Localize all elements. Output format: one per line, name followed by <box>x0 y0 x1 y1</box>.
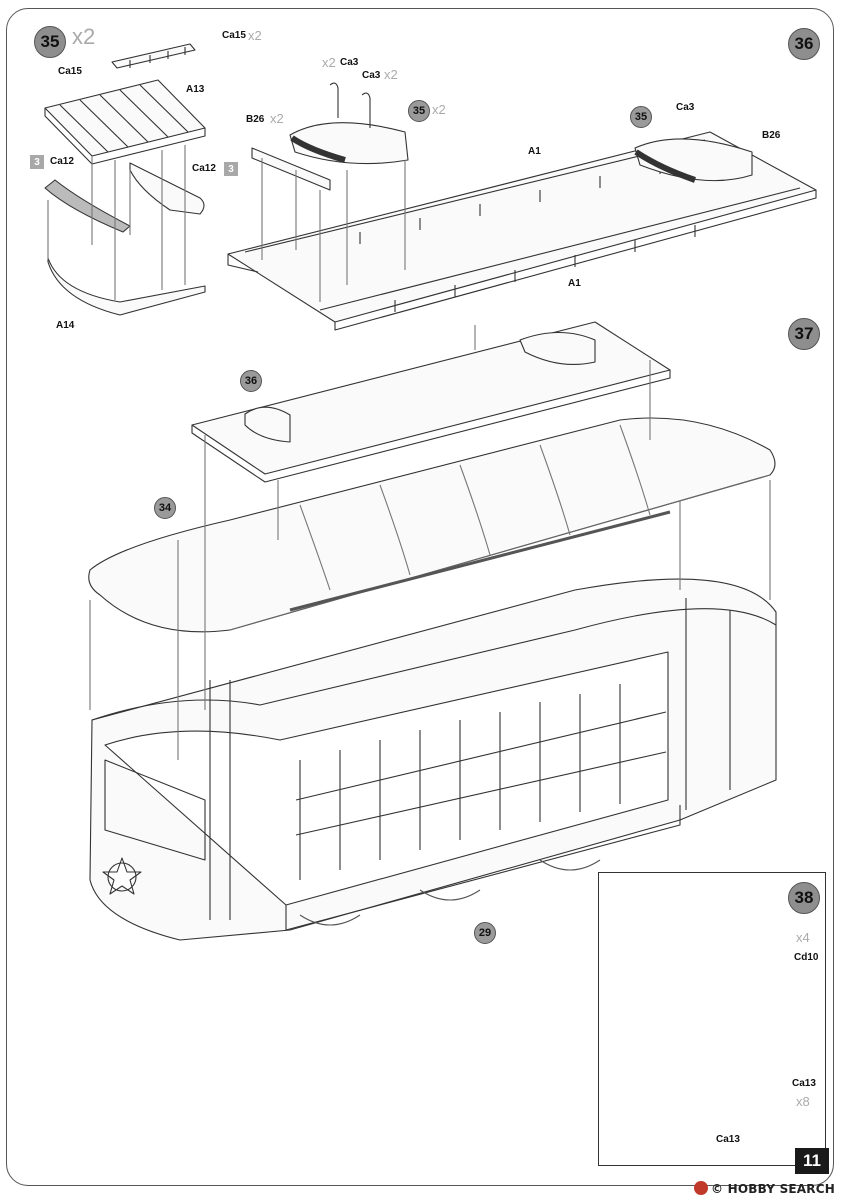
callout-36: 36 <box>240 370 262 392</box>
part-b26-left <box>251 147 331 191</box>
step-36-number: 36 <box>788 28 820 60</box>
callout-35-b: 35 <box>630 106 652 128</box>
label-ca15: Ca15 <box>222 30 246 41</box>
part-ca15 <box>111 43 196 69</box>
label-ca13-qty: x8 <box>796 1094 810 1109</box>
label-ca13-a: Ca13 <box>792 1078 816 1089</box>
callout-29: 29 <box>474 922 496 944</box>
paint-ref-right: 3 <box>224 162 238 176</box>
label-b26-left: B26 <box>246 114 265 125</box>
step-37-number: 37 <box>788 318 820 350</box>
label-a13: A13 <box>186 84 205 95</box>
step-38-number: 38 <box>788 882 820 914</box>
label-ca3-right: Ca3 <box>676 102 695 113</box>
step-35-number: 35 <box>34 26 66 58</box>
part-a14 <box>47 257 206 316</box>
star-emblem <box>102 857 142 895</box>
grille-ca12 <box>44 179 131 233</box>
label-ca15-b: Ca15 <box>58 66 82 77</box>
tram-roof <box>88 417 776 633</box>
callout-35-a: 35 <box>408 100 430 122</box>
watermark-text: © HOBBY SEARCH <box>711 1182 835 1196</box>
label-ca12-left: Ca12 <box>50 156 74 167</box>
roof-rail-a1 <box>227 131 817 331</box>
watermark: © HOBBY SEARCH <box>694 1181 835 1196</box>
label-ca15-qty: x2 <box>248 28 262 43</box>
label-b26-left-qty: x2 <box>270 111 284 126</box>
step-38-inset <box>598 872 826 1166</box>
watermark-logo-icon <box>694 1181 709 1195</box>
label-cd10: Cd10 <box>794 952 819 963</box>
label-ca3-b: Ca3 <box>362 70 381 81</box>
label-a14: A14 <box>56 320 75 331</box>
label-cd10-qty: x4 <box>796 930 810 945</box>
paint-ref-left: 3 <box>30 155 44 169</box>
roof-frame-37 <box>191 321 671 483</box>
label-a1-bottom: A1 <box>568 278 581 289</box>
label-ca3-top: Ca3 <box>340 57 359 68</box>
label-a1-top: A1 <box>528 146 541 157</box>
label-ca3-top-qty: x2 <box>322 55 336 70</box>
callout-34: 34 <box>154 497 176 519</box>
vent-cover-36 <box>289 122 409 165</box>
label-ca13-b: Ca13 <box>716 1134 740 1145</box>
step-35-qty: x2 <box>72 24 96 49</box>
label-ca3-b-qty: x2 <box>384 67 398 82</box>
label-b26-right: B26 <box>762 130 781 141</box>
label-sub35-qty: x2 <box>432 102 446 117</box>
roof-frame-a13 <box>44 79 206 165</box>
tram-body <box>89 578 777 941</box>
label-ca12-right: Ca12 <box>192 163 216 174</box>
page-number: 11 <box>795 1148 829 1174</box>
